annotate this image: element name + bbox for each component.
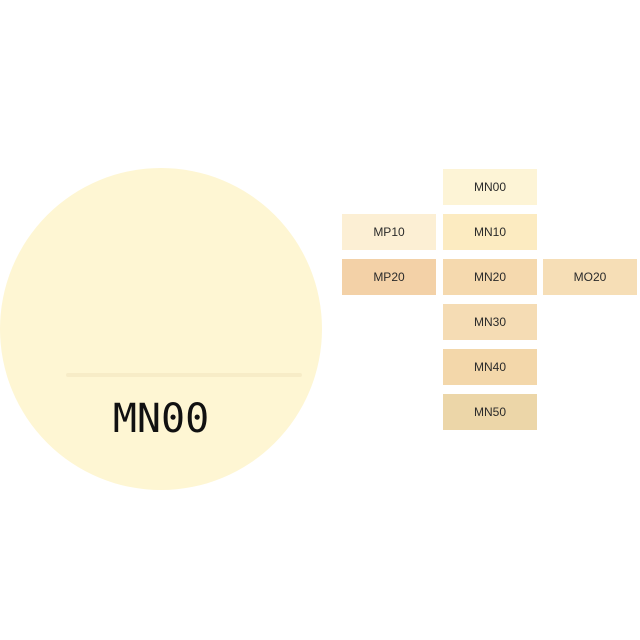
shade-chip-label: MO20 (573, 270, 607, 284)
shade-chip-mn20[interactable]: MN20 (443, 259, 537, 295)
shade-chip-label: MN10 (473, 225, 506, 239)
shade-chip-mn30[interactable]: MN30 (443, 304, 537, 340)
selected-shade-swatch (0, 168, 322, 490)
shade-chip-mp10[interactable]: MP10 (342, 214, 436, 250)
shade-chip-label: MN50 (473, 405, 506, 419)
shade-chip-mn40[interactable]: MN40 (443, 349, 537, 385)
shade-chip-label: MN40 (473, 360, 506, 374)
shade-chip-label: MP10 (373, 225, 405, 239)
shade-chip-label: MN30 (473, 315, 506, 329)
shade-chip-mo20[interactable]: MO20 (543, 259, 637, 295)
shade-chip-label: MN00 (473, 180, 506, 194)
selected-shade-label: MN00 (112, 396, 210, 442)
shade-chip-mn50[interactable]: MN50 (443, 394, 537, 430)
shade-chip-mp20[interactable]: MP20 (342, 259, 436, 295)
shade-chip-mn00[interactable]: MN00 (443, 169, 537, 205)
shade-chip-label: MN20 (473, 270, 506, 284)
swatch-divider (66, 373, 302, 377)
shade-chip-label: MP20 (373, 270, 405, 284)
shade-chip-mn10[interactable]: MN10 (443, 214, 537, 250)
